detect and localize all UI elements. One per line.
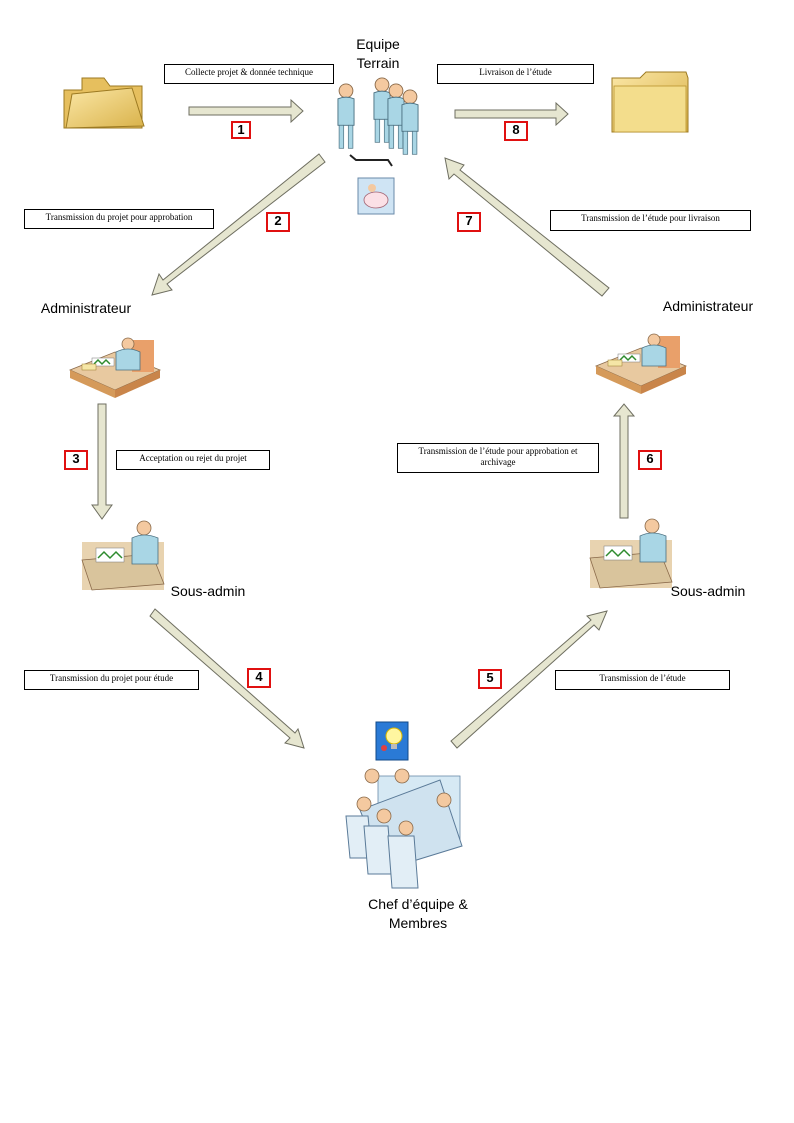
step-number-4: 4 bbox=[247, 668, 271, 688]
step-number-5: 5 bbox=[478, 669, 502, 689]
team-icon bbox=[337, 77, 419, 167]
arrow-3 bbox=[91, 403, 113, 520]
sous-admin-desk-icon bbox=[589, 518, 673, 589]
edge-label-8: Livraison de l’étude bbox=[437, 64, 594, 84]
step-number-6: 6 bbox=[638, 450, 662, 470]
administrateur-left-label: Administrateur bbox=[40, 300, 132, 316]
edge-label-7: Transmission de l’étude pour livraison bbox=[550, 210, 751, 231]
arrow-1 bbox=[188, 98, 304, 124]
arrow-5 bbox=[450, 610, 608, 749]
step-number-7: 7 bbox=[457, 212, 481, 232]
sous-admin-right-label: Sous-admin bbox=[670, 583, 746, 599]
sous-admin-desk-icon bbox=[81, 520, 165, 591]
edge-label-5: Transmission de l’étude bbox=[555, 670, 730, 690]
arrow-4 bbox=[149, 608, 305, 749]
arrow-6 bbox=[612, 403, 636, 519]
piggy-bank-icon bbox=[357, 177, 395, 215]
edge-label-3: Acceptation ou rejet du projet bbox=[116, 450, 270, 470]
step-number-3: 3 bbox=[64, 450, 88, 470]
admin-desk-icon bbox=[595, 333, 687, 395]
arrow-8 bbox=[454, 101, 569, 127]
meeting-icon bbox=[345, 768, 463, 889]
sous-admin-left-label: Sous-admin bbox=[170, 583, 246, 599]
edge-label-2: Transmission du projet pour approbation bbox=[24, 209, 214, 229]
folder-icon bbox=[611, 71, 689, 133]
step-number-8: 8 bbox=[504, 121, 528, 141]
folder-icon bbox=[63, 77, 145, 129]
administrateur-right-label: Administrateur bbox=[662, 298, 754, 314]
edge-label-4: Transmission du projet pour étude bbox=[24, 670, 199, 690]
step-number-2: 2 bbox=[266, 212, 290, 232]
arrow-2 bbox=[151, 153, 326, 296]
arrow-7 bbox=[444, 157, 610, 297]
equipe-terrain-label: Equipe Terrain bbox=[356, 36, 400, 71]
admin-desk-icon bbox=[69, 337, 161, 399]
step-number-1: 1 bbox=[231, 121, 251, 139]
edge-label-1: Collecte projet & donnée technique bbox=[164, 64, 334, 84]
edge-label-6: Transmission de l’étude pour approbation… bbox=[397, 443, 599, 473]
chef-equipe-label: Chef d’équipe & Membres bbox=[368, 896, 468, 931]
idea-icon bbox=[375, 721, 409, 761]
